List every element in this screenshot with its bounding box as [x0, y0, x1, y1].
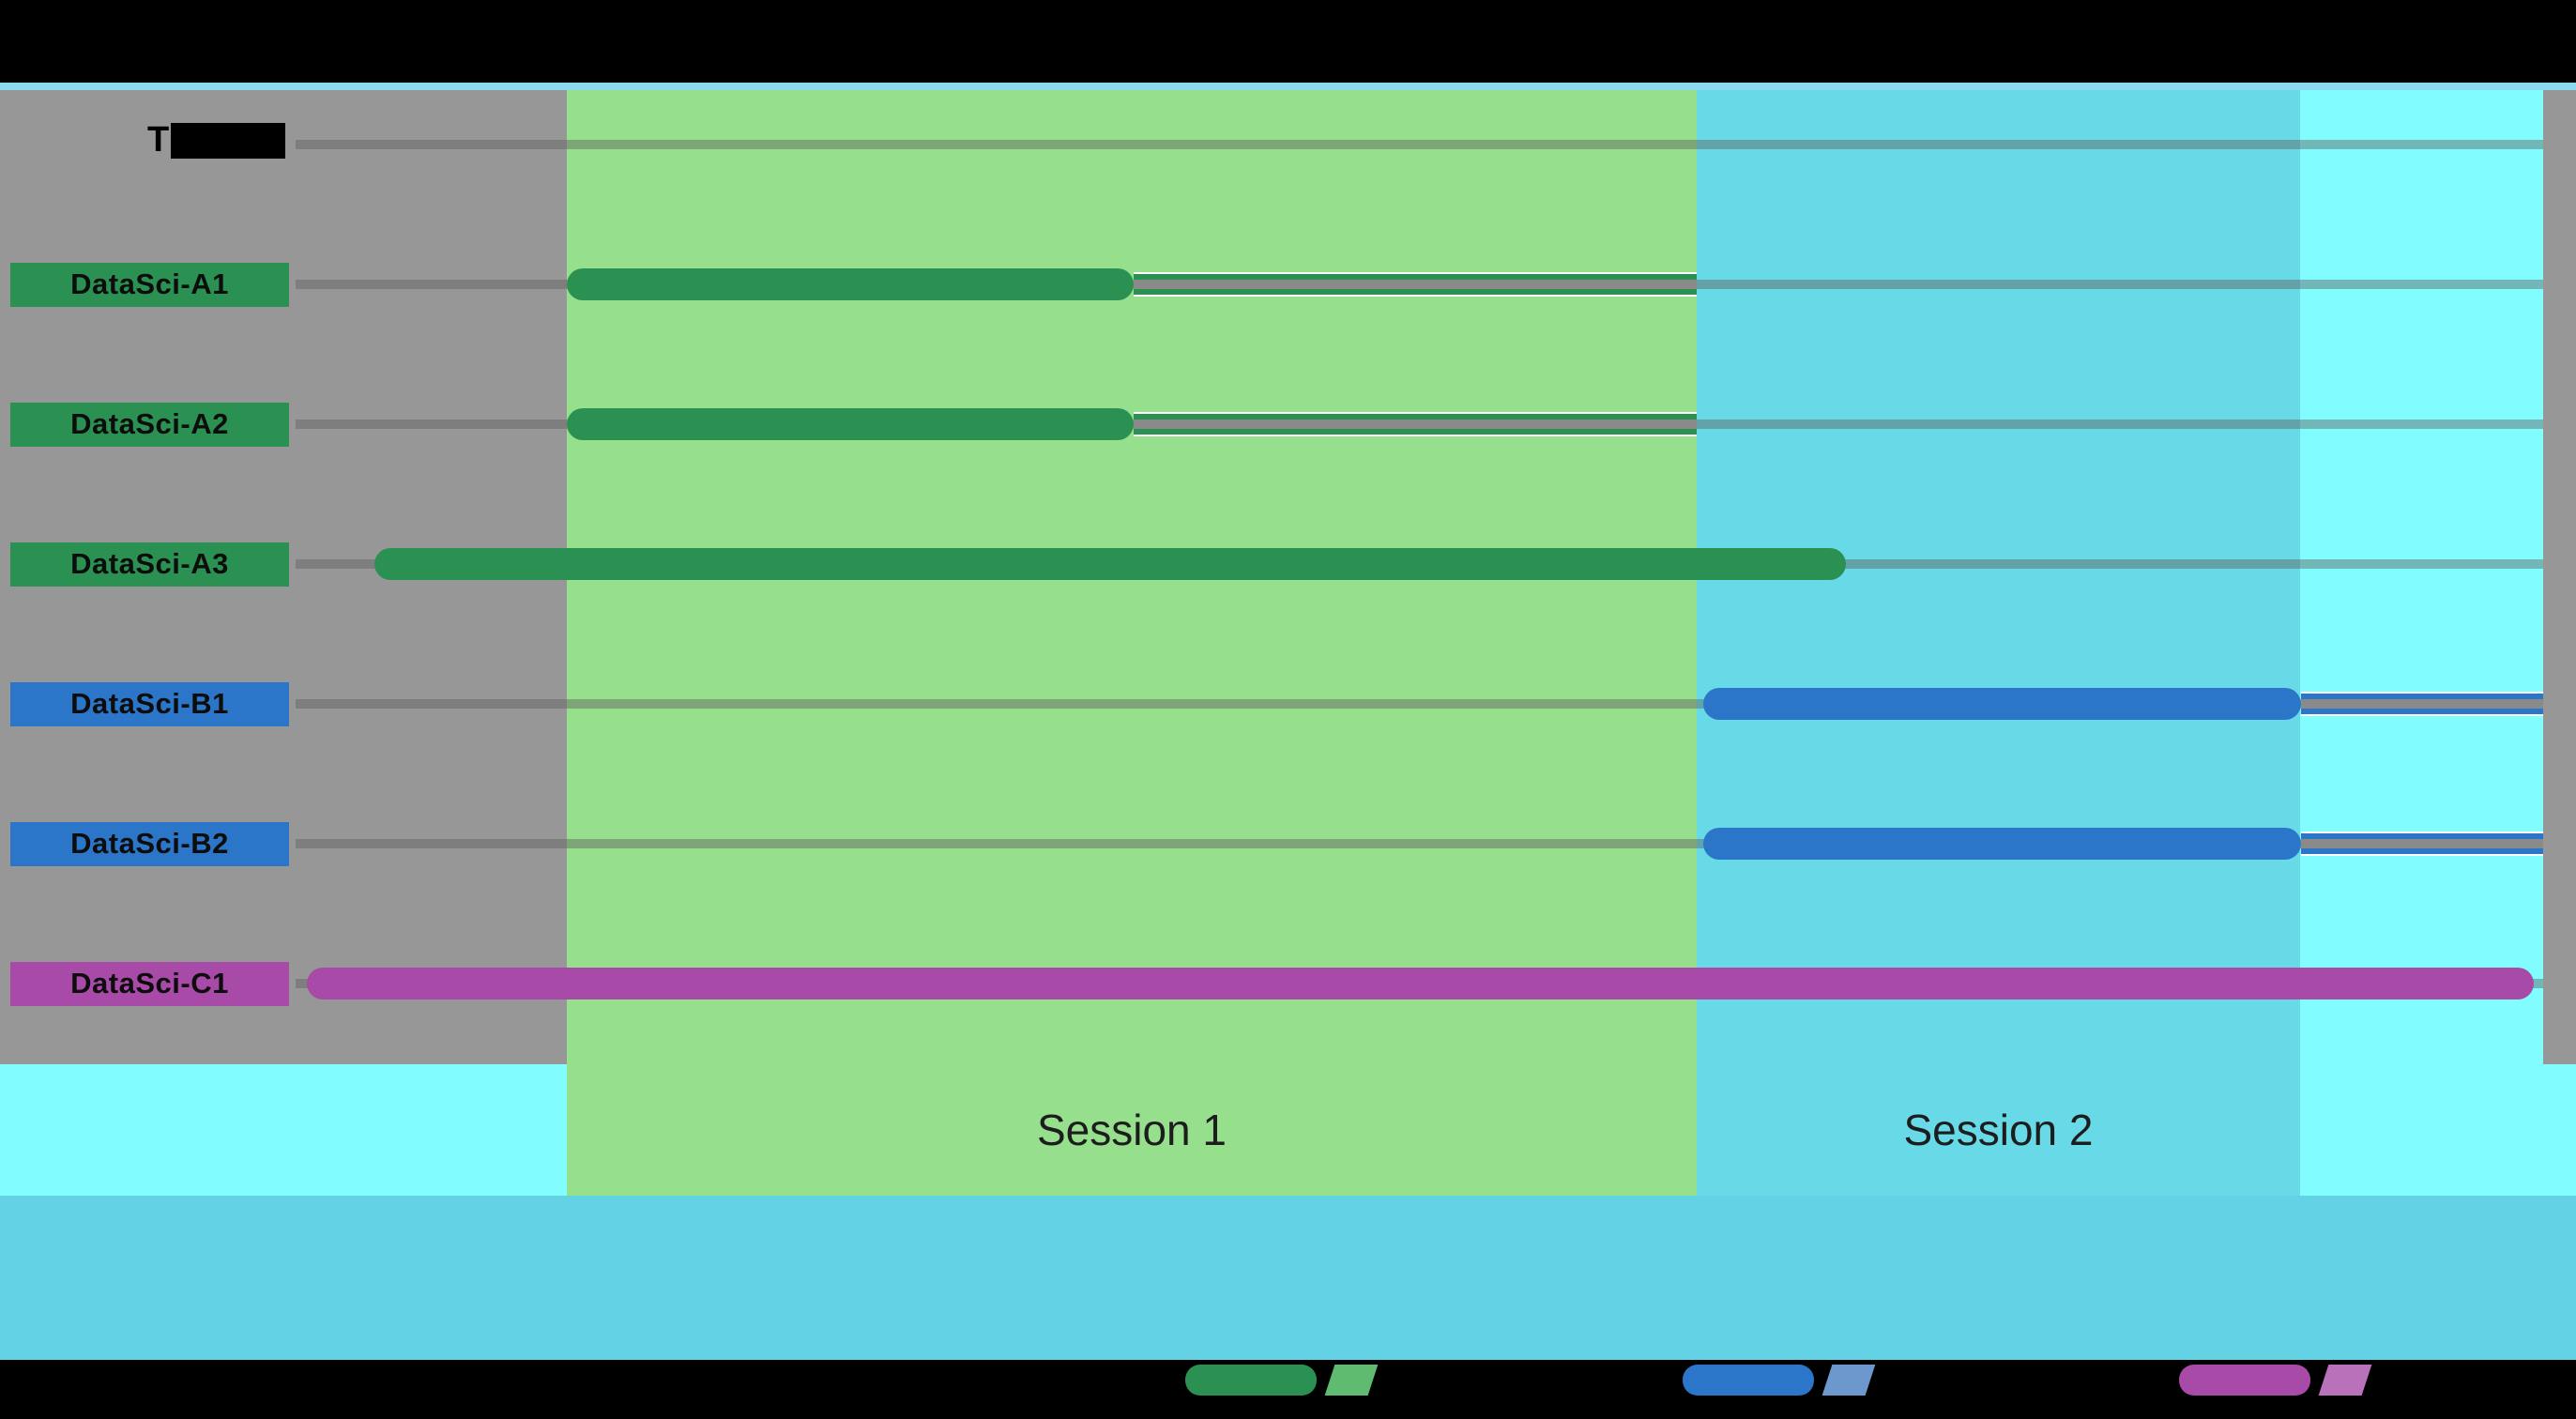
chart-title: T — [147, 120, 286, 160]
right-band — [2300, 90, 2543, 1196]
chart-title-redaction — [171, 122, 286, 159]
legend-slash-remnant-3 — [2318, 1365, 2372, 1396]
task-bar-DataSci-B1[interactable] — [1703, 688, 2301, 720]
task-bar-DataSci-A1[interactable] — [567, 268, 1134, 300]
legend-slash-remnant-1 — [1324, 1365, 1379, 1396]
legend-swatch-3 — [2179, 1365, 2310, 1396]
task-label-DataSci-A3: DataSci-A3 — [10, 542, 289, 587]
task-label-DataSci-A2: DataSci-A2 — [10, 402, 289, 447]
legend-slash-remnant-2 — [1821, 1365, 1876, 1396]
legend-item-2[interactable] — [1683, 1365, 1876, 1396]
row-gridline-4 — [296, 699, 2543, 709]
session-band-2 — [1697, 90, 2300, 1196]
top-strip — [0, 83, 2576, 90]
task-track-core — [1134, 420, 1697, 429]
legend-item-1[interactable] — [1185, 1365, 1379, 1396]
legend-swatch-2 — [1683, 1365, 1814, 1396]
legend-item-3[interactable] — [2179, 1365, 2372, 1396]
session-label-2: Session 2 — [1903, 1106, 2094, 1154]
chart-title-visible-text: T — [147, 120, 170, 160]
task-track-core — [1134, 280, 1697, 289]
task-label-DataSci-C1: DataSci-C1 — [10, 961, 289, 1006]
top-letterbox — [0, 0, 2576, 83]
row-gridline-0 — [296, 140, 2543, 149]
task-track-core — [2301, 699, 2543, 709]
bottom-outer-strip — [0, 1196, 2576, 1360]
task-bar-DataSci-A2[interactable] — [567, 408, 1134, 440]
legend-swatch-1 — [1185, 1365, 1317, 1396]
task-label-DataSci-B1: DataSci-B1 — [10, 681, 289, 726]
task-bar-DataSci-A3[interactable] — [374, 548, 1846, 580]
task-label-DataSci-A1: DataSci-A1 — [10, 262, 289, 307]
row-gridline-5 — [296, 839, 2543, 848]
task-bar-DataSci-B2[interactable] — [1703, 828, 2301, 860]
session-band-1 — [567, 90, 1697, 1196]
task-label-DataSci-B2: DataSci-B2 — [10, 821, 289, 866]
task-track-core — [2301, 839, 2543, 848]
session-label-1: Session 1 — [1036, 1106, 1227, 1154]
task-bar-DataSci-C1[interactable] — [307, 968, 2534, 999]
